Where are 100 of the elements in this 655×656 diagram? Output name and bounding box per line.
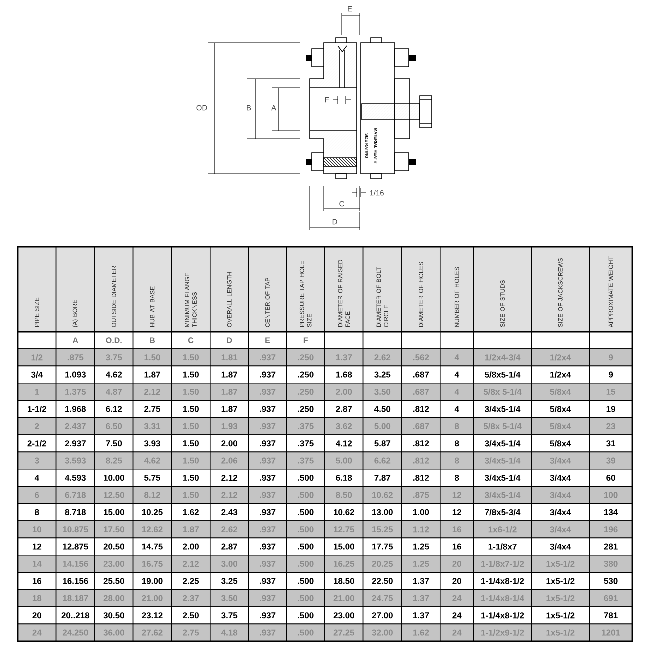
table-cell: 1.25 (402, 538, 441, 556)
table-cell: 4 (440, 400, 474, 418)
table-cell: .250 (286, 400, 326, 418)
table-cell: 2.12 (171, 555, 211, 573)
table-cell: 6.12 (94, 400, 134, 418)
table-cell: 8 (440, 452, 474, 470)
table-cell: .937 (248, 606, 288, 625)
table-cell: 3.25 (210, 572, 250, 590)
table-cell: 1.37 (324, 348, 364, 367)
table-cell: .937 (248, 572, 288, 590)
table-cell: 8.25 (94, 452, 134, 470)
table-cell: 5/8x4 (531, 400, 590, 418)
table-cell: .500 (286, 572, 326, 590)
table-cell: 2.937 (56, 434, 96, 453)
table-cell: 1.87 (210, 400, 250, 418)
table-cell: 1.62 (171, 503, 211, 522)
table-cell: .937 (248, 400, 288, 418)
table-cell: O.D. (94, 332, 134, 350)
table-cell: 2-1/2 (18, 434, 57, 453)
table-cell: 1/2x4-3/4 (473, 348, 532, 367)
table-cell: .937 (248, 486, 288, 504)
table-cell: .875 (56, 348, 96, 367)
table-cell: .250 (286, 348, 326, 367)
table-cell: 1x5-1/2 (531, 572, 590, 590)
table-cell: 3.93 (132, 434, 172, 453)
table-cell: 4 (440, 366, 474, 384)
table-cell: 4.87 (94, 383, 134, 401)
table-cell: 19.00 (132, 572, 172, 590)
table-cell: 60 (589, 469, 633, 487)
table-cell: 39 (589, 452, 633, 470)
table-cell: 24.250 (56, 624, 96, 642)
table-cell: 20 (440, 555, 474, 573)
table-cell: 8.50 (324, 486, 364, 504)
table-cell: 6.62 (362, 452, 402, 470)
table-cell: 3.50 (210, 589, 250, 608)
table-cell: 8.718 (56, 503, 96, 522)
table-cell: 14 (18, 555, 57, 573)
table-cell: 1.12 (402, 520, 441, 539)
table-cell: 3/4x4 (531, 538, 590, 556)
table-cell: 1x5-1/2 (531, 555, 590, 573)
table-cell: 6.50 (94, 417, 134, 436)
table-cell: 4 (18, 469, 57, 487)
table-cell: .500 (286, 503, 326, 522)
table-cell: 2.06 (210, 452, 250, 470)
table-cell: 20.25 (362, 555, 402, 573)
table-cell: 1.50 (171, 400, 211, 418)
table-cell: 15.00 (324, 538, 364, 556)
table-cell: 16 (440, 538, 474, 556)
table-cell: 3.75 (210, 606, 250, 625)
table-cell: .937 (248, 520, 288, 539)
table-cell: 2 (18, 417, 57, 436)
table-cell: .687 (402, 383, 441, 401)
table-cell: 12.62 (132, 520, 172, 539)
table-cell: .937 (248, 469, 288, 487)
table-cell: 3/4x4 (531, 520, 590, 539)
table-cell: 1.968 (56, 400, 96, 418)
table-cell: .937 (248, 383, 288, 401)
table-cell: 4.18 (210, 624, 250, 642)
table-cell: 4 (440, 383, 474, 401)
table-cell: 5/8x5-1/4 (473, 366, 532, 384)
table-cell: 2.00 (210, 434, 250, 453)
table-cell: .937 (248, 503, 288, 522)
table-cell: 1.00 (402, 503, 441, 522)
table-cell: .937 (248, 417, 288, 436)
table-cell: .937 (248, 624, 288, 642)
table-cell: 23 (589, 417, 633, 436)
table-cell: .937 (248, 555, 288, 573)
table-cell: .500 (286, 486, 326, 504)
table-cell: 691 (589, 589, 633, 608)
table-cell: 1.87 (171, 520, 211, 539)
table-cell: 1.37 (402, 606, 441, 625)
table-cell: 1.50 (171, 469, 211, 487)
table-cell: 3.62 (324, 417, 364, 436)
table-cell: 1-1/2 (18, 400, 57, 418)
table-cell: 4.593 (56, 469, 96, 487)
table-cell: 16 (440, 520, 474, 539)
table-cell: 2.87 (210, 538, 250, 556)
table-cell: .500 (286, 520, 326, 539)
table-cell: 3.25 (362, 366, 402, 384)
table-cell: 12 (18, 538, 57, 556)
table-cell: 12.50 (94, 486, 134, 504)
table-cell: .937 (248, 366, 288, 384)
table-cell: .500 (286, 538, 326, 556)
table-cell: .812 (402, 452, 441, 470)
table-cell: 2.62 (210, 520, 250, 539)
table-cell: 23.00 (94, 555, 134, 573)
table-cell: 2.25 (171, 572, 211, 590)
table-cell: 5/8x 5-1/4 (473, 383, 532, 401)
table-cell: 8 (440, 434, 474, 453)
table-cell: .250 (286, 383, 326, 401)
table-cell: 24.75 (362, 589, 402, 608)
table-cell: D (210, 332, 250, 350)
table-cell: 10.00 (94, 469, 134, 487)
table-cell: 1.50 (171, 486, 211, 504)
table-cell: 23.12 (132, 606, 172, 625)
table-cell: 5.00 (324, 452, 364, 470)
table-cell: .937 (248, 589, 288, 608)
table-cell: 24 (440, 624, 474, 642)
table-cell: 2.62 (362, 348, 402, 367)
table-cell: 100 (589, 486, 633, 504)
